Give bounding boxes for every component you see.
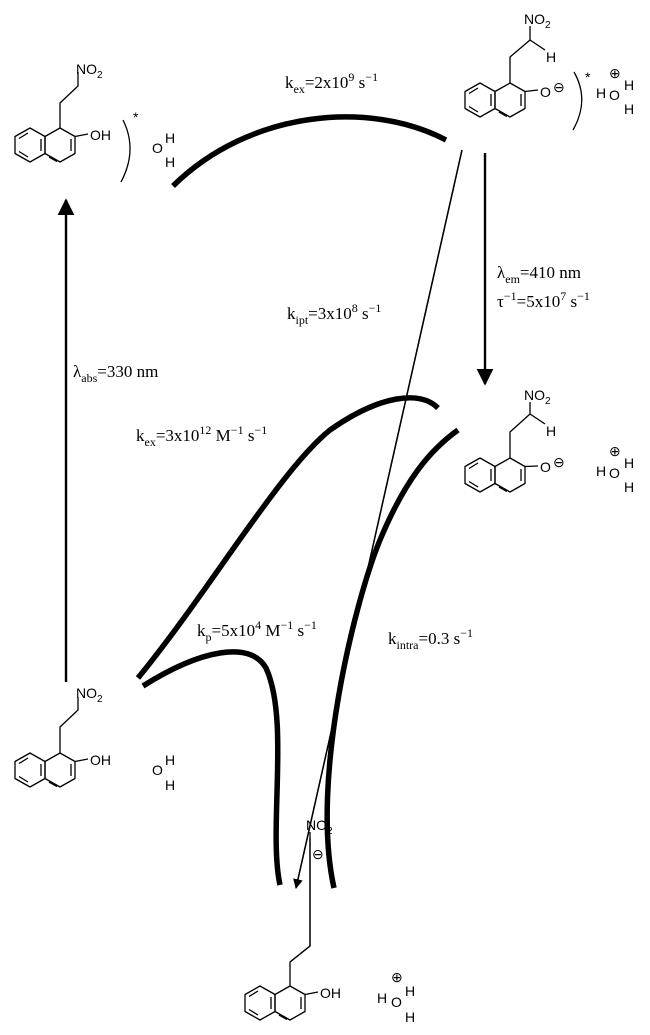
top-left-oh-label: OH — [90, 127, 111, 143]
top-right-excited-bracket — [572, 71, 583, 131]
molecule-mid-right: NO2 H O ⊖ ⊕ H O H H — [464, 387, 634, 495]
bottom-oh-label: OH — [320, 985, 341, 1001]
mid-right-hydronium-charge: ⊕ — [609, 443, 621, 459]
molecule-bottom-left: NO2 OH O H H — [14, 685, 175, 793]
top-right-h-label: H — [546, 49, 556, 65]
bottom-left-water-h2: H — [165, 777, 175, 793]
tau-label: τ−1=5x107 s−1 — [497, 289, 590, 311]
top-right-hydronium-h-upper: H — [624, 77, 634, 93]
ex-mid-curve — [135, 395, 440, 680]
bottom-left-oh-label: OH — [90, 752, 111, 768]
lambda-abs-label: λabs=330 nm — [73, 362, 158, 385]
top-right-o-label: O — [540, 84, 551, 100]
mid-right-h-label: H — [546, 423, 556, 439]
top-right-no2-label: NO2 — [524, 11, 551, 31]
top-left-water-h1: H — [165, 130, 175, 146]
top-left-water-o: O — [152, 140, 163, 156]
bottom-left-water-o: O — [152, 762, 163, 778]
mid-right-no2-label: NO2 — [524, 387, 551, 407]
top-right-hydronium-charge: ⊕ — [609, 65, 621, 81]
top-right-excited-mark: * — [585, 69, 591, 85]
mid-right-hydronium-h1: H — [596, 463, 606, 479]
top-left-excited-bracket — [120, 119, 131, 183]
lambda-em-label: λem=410 nm — [497, 263, 581, 286]
bottom-hydronium-h1: H — [377, 990, 387, 1006]
molecule-top-right: NO2 H O ⊖ * ⊕ H O H H — [464, 11, 634, 131]
ipt-arrow-overlay — [295, 149, 463, 889]
bottom-left-water-h1: H — [165, 752, 175, 768]
mid-right-minus-charge: ⊖ — [553, 454, 565, 470]
top-left-excited-mark: * — [133, 109, 139, 125]
ex-top-curve — [171, 114, 448, 188]
k-p-label: kp=5x104 M−1 s−1 — [197, 618, 317, 644]
k-ipt-label: kipt=3x108 s−1 — [287, 301, 381, 327]
top-right-hydronium-h2: H — [624, 101, 634, 117]
molecule-bottom: NO2 ⊖ OH ⊕ H O H H — [244, 817, 415, 1025]
bottom-hydronium-h2: H — [405, 1009, 415, 1025]
k-intra-label: kintra=0.3 s−1 — [388, 626, 473, 652]
bottom-hydronium-o: O — [391, 994, 402, 1010]
molecule-top-left: NO2 OH * O H H — [14, 61, 175, 183]
top-left-water-h2: H — [165, 154, 175, 170]
k-ex-top-label: kex=2x109 s−1 — [285, 70, 378, 96]
mid-right-hydronium-h-upper: H — [624, 455, 634, 471]
top-right-hydronium-h1: H — [596, 85, 606, 101]
bottom-left-no2-label: NO2 — [76, 685, 103, 705]
bottom-hydronium-h-upper: H — [405, 983, 415, 999]
intra-curve — [324, 427, 460, 889]
top-right-minus-charge: ⊖ — [553, 79, 565, 95]
k-ex-mid-label: kex=3x1012 M−1 s−1 — [136, 423, 267, 449]
mid-right-hydronium-h2: H — [624, 479, 634, 495]
kp-curve — [141, 649, 283, 886]
bottom-hydronium-charge: ⊕ — [391, 969, 403, 985]
top-left-no2-label: NO2 — [76, 61, 103, 81]
mid-right-o-label: O — [540, 459, 551, 475]
bottom-carbanion-charge: ⊖ — [312, 846, 324, 862]
mid-right-hydronium-o: O — [609, 465, 620, 481]
top-right-hydronium-o: O — [609, 87, 620, 103]
